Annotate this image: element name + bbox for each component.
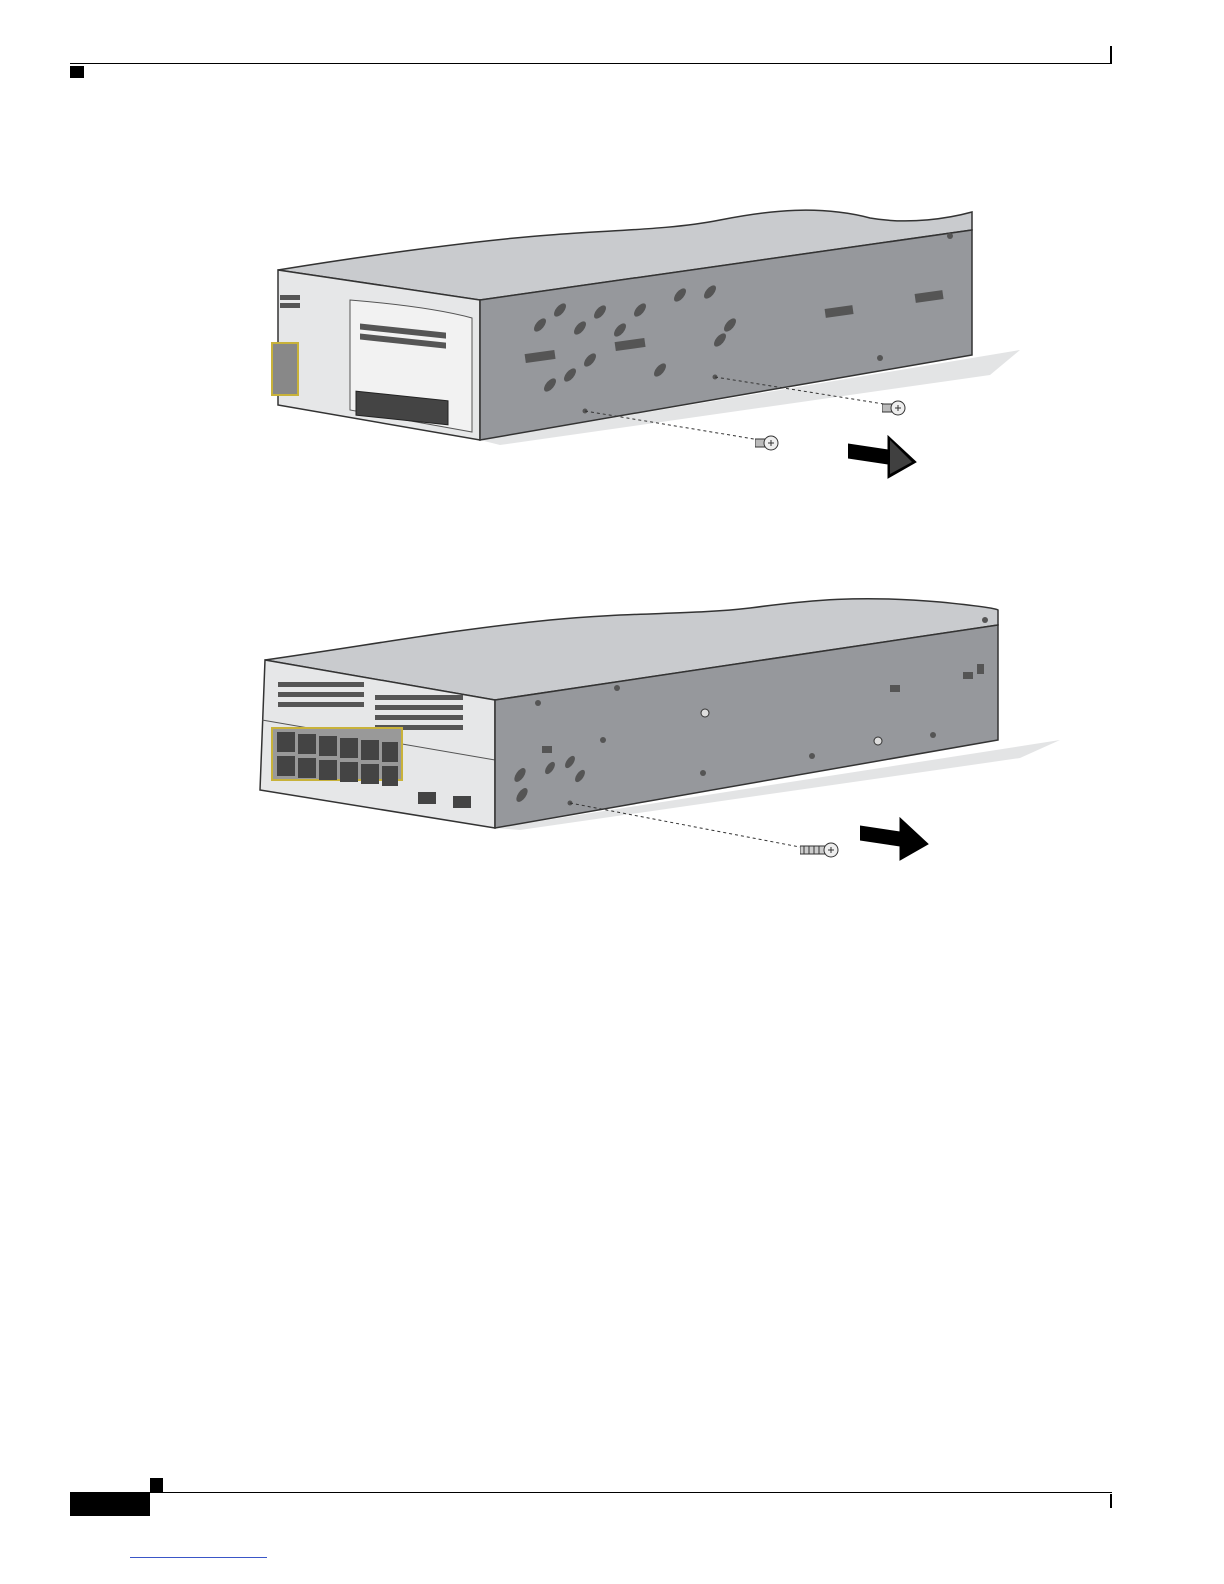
switch-illustration-bottom	[250, 590, 1070, 880]
footer-corner-mark	[1110, 1494, 1112, 1508]
footer-tab	[70, 1492, 150, 1516]
direction-arrow-icon	[860, 816, 930, 864]
footer-rule	[70, 1492, 1112, 1493]
footer-link-underline[interactable]	[130, 1557, 267, 1558]
direction-arrow-icon	[848, 432, 918, 480]
header-corner-mark	[1110, 46, 1112, 64]
figure-top	[250, 200, 1050, 500]
header-square-marker	[70, 66, 84, 78]
screw-icon	[800, 838, 840, 862]
footer-square-marker	[150, 1478, 163, 1492]
figure-bottom	[250, 590, 1070, 880]
screw-icon	[755, 432, 779, 454]
header-rule	[70, 63, 1112, 64]
switch-illustration-top	[250, 200, 1050, 500]
screw-icon	[882, 397, 906, 419]
